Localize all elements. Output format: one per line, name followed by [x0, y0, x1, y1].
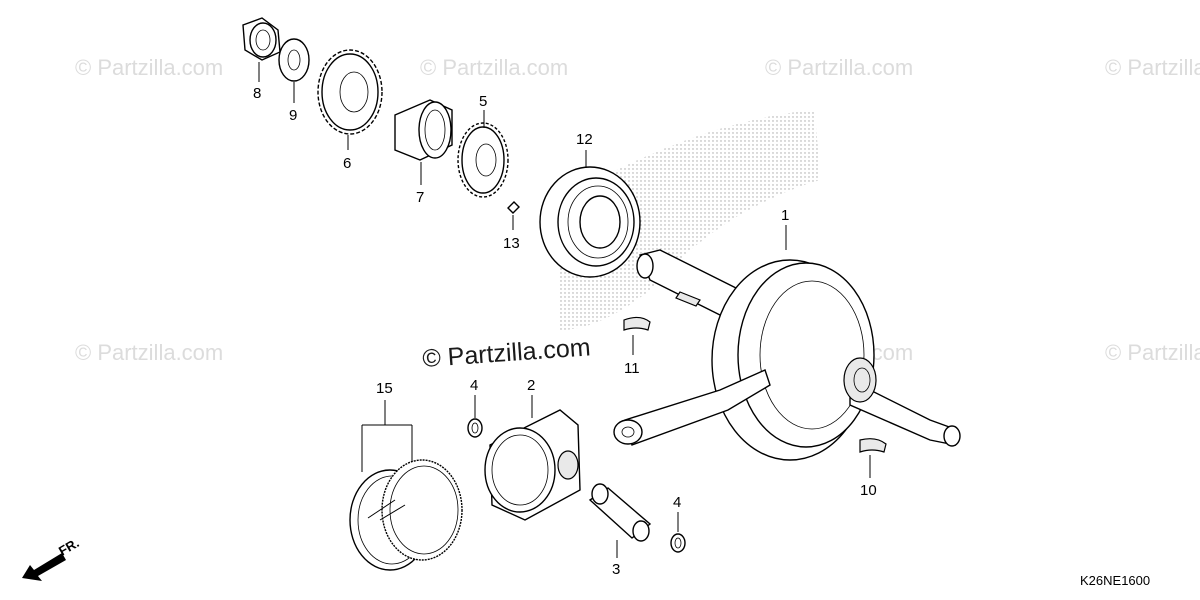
front-direction-indicator: FR. — [22, 535, 82, 581]
callout-8: 8 — [253, 85, 261, 102]
part-1-crankshaft — [613, 249, 961, 461]
watermark-text: © Partzilla.com — [765, 55, 913, 80]
callout-12: 12 — [576, 131, 593, 148]
callout-3: 3 — [612, 561, 620, 578]
callout-2: 2 — [527, 377, 535, 394]
callout-4-upper: 4 — [470, 377, 478, 394]
watermark-text: © Partzilla.com — [75, 55, 223, 80]
watermark-text: © Partzilla.com — [75, 340, 223, 365]
callout-6: 6 — [343, 155, 351, 172]
diagram-code: K26NE1600 — [1080, 573, 1150, 588]
part-7-collar — [394, 99, 453, 161]
part-15-rings — [349, 459, 463, 571]
part-2-piston — [484, 409, 581, 521]
callout-13: 13 — [503, 235, 520, 252]
part-5-gear — [457, 122, 509, 198]
dotted-background — [560, 110, 820, 330]
callout-5: 5 — [479, 93, 487, 110]
arrow-icon — [22, 553, 66, 581]
part-3-pin — [588, 483, 652, 542]
part-13-key — [507, 201, 520, 214]
part-10-key — [859, 438, 887, 453]
part-6-gear — [317, 49, 383, 135]
callout-labels: 8 9 6 7 5 13 12 1 11 10 4 2 3 4 15 — [253, 85, 877, 578]
part-9-washer — [278, 38, 310, 82]
part-4-clip-lower — [670, 533, 686, 553]
watermark-text: © Partzilla.com — [1105, 55, 1200, 80]
callout-7: 7 — [416, 189, 424, 206]
callout-10: 10 — [860, 482, 877, 499]
part-8-nut — [242, 17, 281, 61]
part-4-clip-upper — [467, 418, 483, 438]
watermark-text: © Partzilla.com — [420, 55, 568, 80]
partzilla-watermark: © Partzilla.com — [421, 333, 591, 373]
part-12-bearing — [539, 166, 641, 278]
watermark-text: © Partzilla.com — [1105, 340, 1200, 365]
callout-1: 1 — [781, 207, 789, 224]
callout-11: 11 — [624, 360, 640, 377]
part-11-key — [623, 316, 651, 331]
callout-4-lower: 4 — [673, 494, 681, 511]
callout-15: 15 — [376, 380, 393, 397]
callout-9: 9 — [289, 107, 297, 124]
